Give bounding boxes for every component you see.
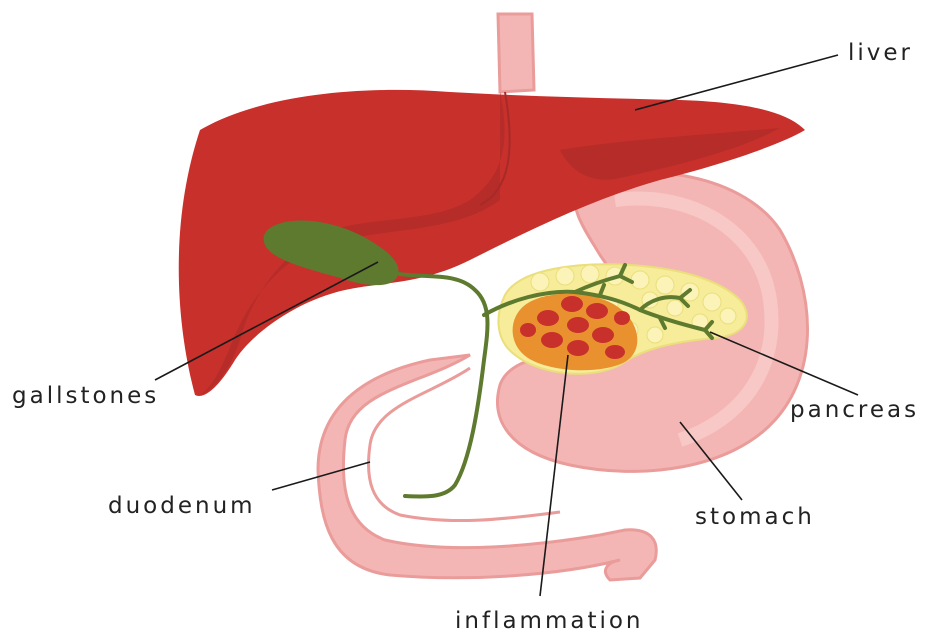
leader-liver <box>635 55 838 110</box>
label-gallstones: gallstones <box>12 383 159 409</box>
label-duodenum: duodenum <box>108 493 256 519</box>
label-pancreas: pancreas <box>790 397 919 423</box>
label-stomach: stomach <box>695 504 815 530</box>
esophagus <box>498 14 534 92</box>
label-liver: liver <box>848 40 913 66</box>
label-inflammation: inflammation <box>455 608 644 634</box>
